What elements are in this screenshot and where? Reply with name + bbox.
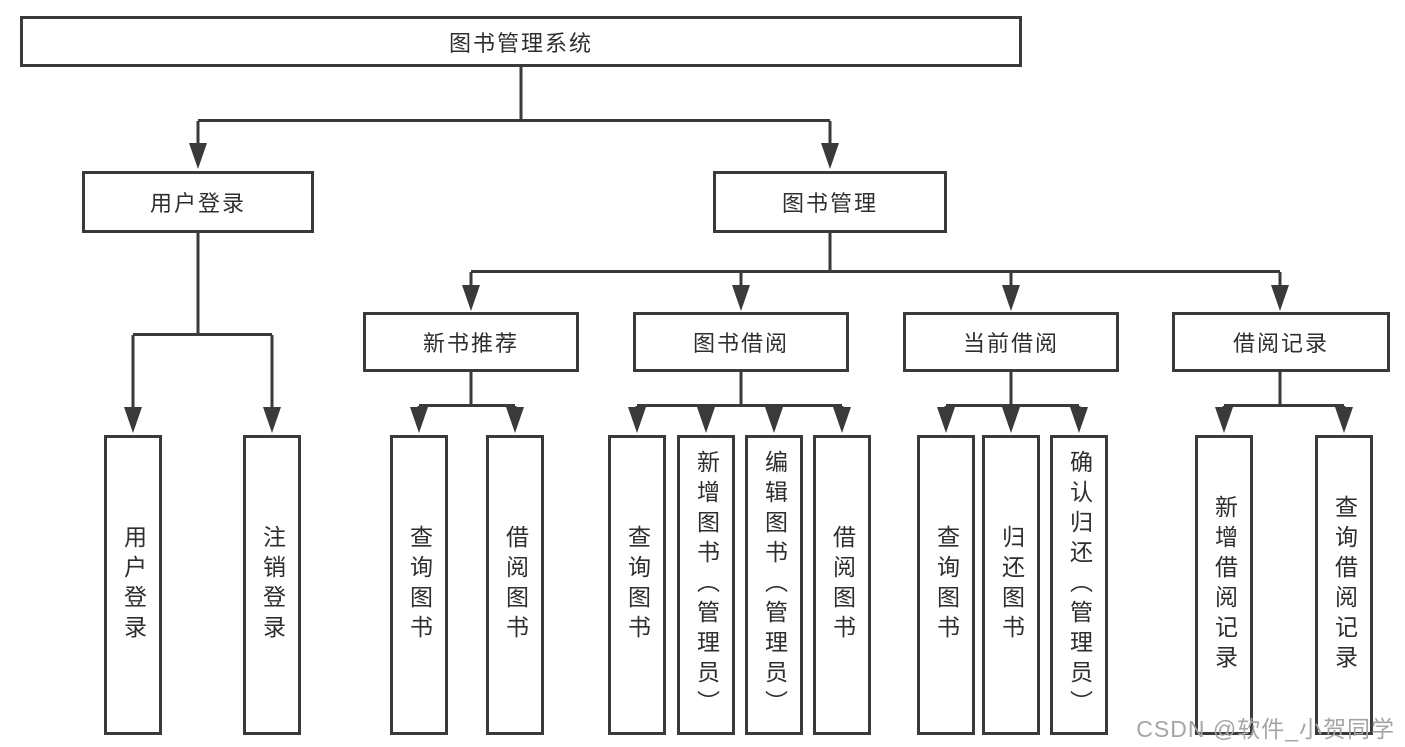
leaf-user-login-label: 用户登录: [120, 525, 147, 645]
leaf-query-books-current: 查询图书: [917, 435, 975, 735]
leaf-logout: 注销登录: [243, 435, 301, 735]
leaf-confirm-return-admin: 确认归还（管理员）: [1050, 435, 1108, 735]
leaf-query-borrow-record-label: 查询借阅记录: [1331, 495, 1358, 675]
node-root: 图书管理系统: [20, 16, 1022, 67]
leaf-borrow-books-recommend-label: 借阅图书: [502, 525, 529, 645]
leaf-logout-label: 注销登录: [259, 525, 286, 645]
leaf-edit-books-admin-label: 编辑图书（管理员）: [761, 450, 788, 720]
leaf-return-books: 归还图书: [982, 435, 1040, 735]
node-book-borrow: 图书借阅: [633, 312, 849, 372]
leaf-return-books-label: 归还图书: [998, 525, 1025, 645]
node-current-borrow: 当前借阅: [903, 312, 1119, 372]
leaf-add-borrow-record: 新增借阅记录: [1195, 435, 1253, 735]
node-book-management-label: 图书管理: [781, 191, 878, 216]
leaf-query-books-recommend: 查询图书: [390, 435, 448, 735]
leaf-query-books-recommend-label: 查询图书: [406, 525, 433, 645]
node-root-label: 图书管理系统: [448, 30, 593, 56]
leaf-add-borrow-record-label: 新增借阅记录: [1211, 495, 1238, 675]
leaf-add-books-admin: 新增图书（管理员）: [677, 435, 735, 735]
leaf-borrow-books-recommend: 借阅图书: [486, 435, 544, 735]
node-new-book-recommend: 新书推荐: [363, 312, 579, 372]
leaf-borrow-books-label: 借阅图书: [829, 525, 856, 645]
node-current-borrow-label: 当前借阅: [962, 331, 1059, 356]
leaf-query-borrow-record: 查询借阅记录: [1315, 435, 1373, 735]
node-user-login: 用户登录: [82, 171, 314, 233]
leaf-query-books-borrow: 查询图书: [608, 435, 666, 735]
leaf-user-login: 用户登录: [104, 435, 162, 735]
node-borrow-records: 借阅记录: [1172, 312, 1390, 372]
leaf-borrow-books: 借阅图书: [813, 435, 871, 735]
node-book-borrow-label: 图书借阅: [692, 331, 789, 356]
node-user-login-label: 用户登录: [149, 191, 246, 216]
leaf-query-books-current-label: 查询图书: [933, 525, 960, 645]
leaf-confirm-return-admin-label: 确认归还（管理员）: [1066, 450, 1093, 720]
leaf-edit-books-admin: 编辑图书（管理员）: [745, 435, 803, 735]
csdn-watermark: CSDN @软件_小贺同学: [1136, 716, 1395, 742]
leaf-add-books-admin-label: 新增图书（管理员）: [693, 450, 720, 720]
node-borrow-records-label: 借阅记录: [1232, 331, 1329, 356]
node-new-book-recommend-label: 新书推荐: [422, 331, 519, 356]
node-book-management: 图书管理: [713, 171, 947, 233]
leaf-query-books-borrow-label: 查询图书: [624, 525, 651, 645]
